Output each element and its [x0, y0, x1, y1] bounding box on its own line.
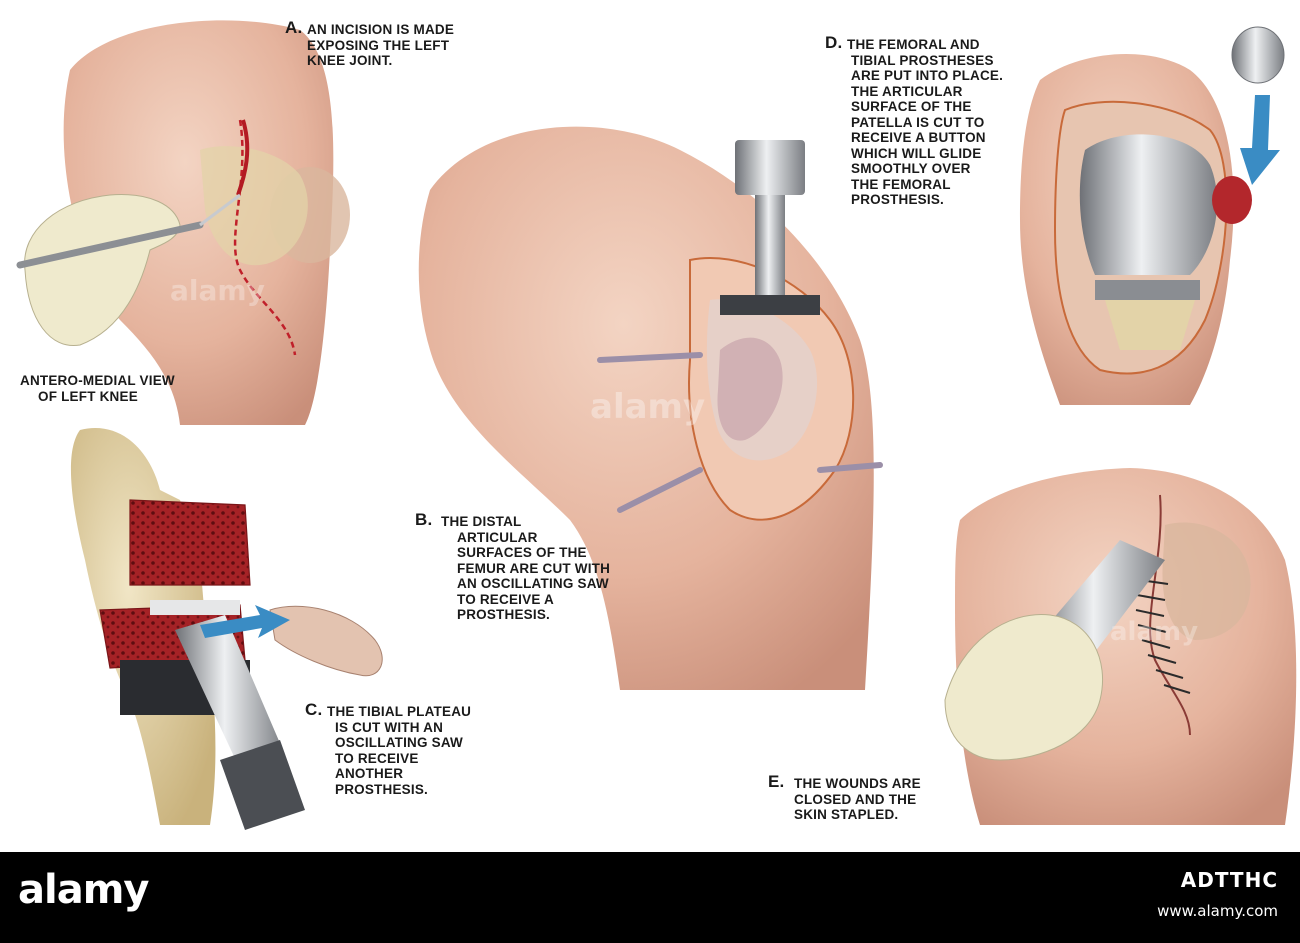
panel-b-femur-cut [418, 126, 883, 690]
caption-b-line: SURFACES OF THE [457, 545, 587, 560]
caption-b-line: AN OSCILLATING SAW [457, 576, 609, 591]
caption-a-line: AN INCISION IS MADE [307, 22, 455, 37]
panel-a-knee-incision [16, 20, 350, 426]
caption-d-line: PATELLA IS CUT TO [851, 114, 985, 130]
caption-d-line: WHICH WILL GLIDE [851, 145, 982, 161]
site-url: www.alamy.com [1157, 902, 1278, 920]
caption-d-line: ARE PUT INTO PLACE. [851, 68, 1004, 83]
caption-c-line: THE TIBIAL PLATEAU [327, 704, 472, 719]
caption-b-line: PROSTHESIS. [457, 607, 550, 622]
caption-e-line: CLOSED AND THE [794, 791, 917, 807]
panel-e-stapled-skin [944, 468, 1297, 825]
caption-d-line: THE FEMORAL AND [847, 37, 980, 52]
panel-c-tibial-cut [70, 428, 383, 830]
caption-view-line: ANTERO-MEDIAL VIEW [20, 373, 175, 388]
caption-e-line: SKIN STAPLED. [794, 807, 899, 822]
caption-c-line: ANOTHER [335, 766, 404, 781]
image-id: ADTTHC [1180, 868, 1278, 892]
caption-d-letter: D. [825, 33, 843, 52]
caption-e-line: THE WOUNDS ARE [794, 776, 921, 791]
caption-d-line: PROSTHESIS. [851, 192, 944, 207]
caption-b-line: ARTICULAR [457, 529, 538, 545]
caption-d-line: TIBIAL PROSTHESES [851, 52, 994, 68]
caption-view-line: OF LEFT KNEE [38, 388, 138, 404]
panel-d-prostheses [1020, 26, 1285, 406]
svg-text:alamy: alamy [170, 274, 265, 307]
caption-b-letter: B. [415, 510, 433, 529]
caption-c-line: PROSTHESIS. [335, 781, 428, 797]
footer-bar [0, 852, 1300, 943]
caption-a-letter: A. [285, 18, 303, 37]
caption-view: ANTERO-MEDIAL VIEW OF LEFT KNEE [20, 373, 175, 404]
caption-a-line: KNEE JOINT. [307, 53, 393, 68]
caption-d: D. THE FEMORAL AND TIBIAL PROSTHESES ARE… [825, 33, 1004, 208]
alamy-logo: alamy [18, 867, 149, 913]
caption-a-line: EXPOSING THE LEFT [307, 37, 450, 53]
caption-c-line: OSCILLATING SAW [335, 735, 463, 750]
caption-b-line: TO RECEIVE A [457, 591, 554, 607]
caption-d-line: THE ARTICULAR [851, 83, 963, 99]
caption-b-line: THE DISTAL [441, 514, 522, 529]
caption-b: B. THE DISTAL ARTICULAR SURFACES OF THE … [415, 510, 611, 623]
caption-d-line: RECEIVE A BUTTON [851, 130, 986, 145]
caption-e: E. THE WOUNDS ARE CLOSED AND THE SKIN ST… [768, 772, 921, 823]
caption-d-line: SMOOTHLY OVER [851, 161, 971, 176]
caption-d-line: SURFACE OF THE [851, 99, 972, 114]
caption-a: A. AN INCISION IS MADE EXPOSING THE LEFT… [285, 18, 455, 69]
caption-e-letter: E. [768, 772, 785, 791]
caption-c-line: IS CUT WITH AN [335, 719, 444, 735]
caption-c: C. THE TIBIAL PLATEAU IS CUT WITH AN OSC… [305, 700, 472, 797]
caption-d-line: THE FEMORAL [851, 176, 951, 192]
svg-text:alamy: alamy [590, 387, 705, 427]
caption-c-letter: C. [305, 700, 323, 719]
caption-c-line: TO RECEIVE [335, 750, 419, 766]
svg-text:alamy: alamy [1110, 617, 1198, 647]
caption-b-line: FEMUR ARE CUT WITH [457, 560, 611, 576]
